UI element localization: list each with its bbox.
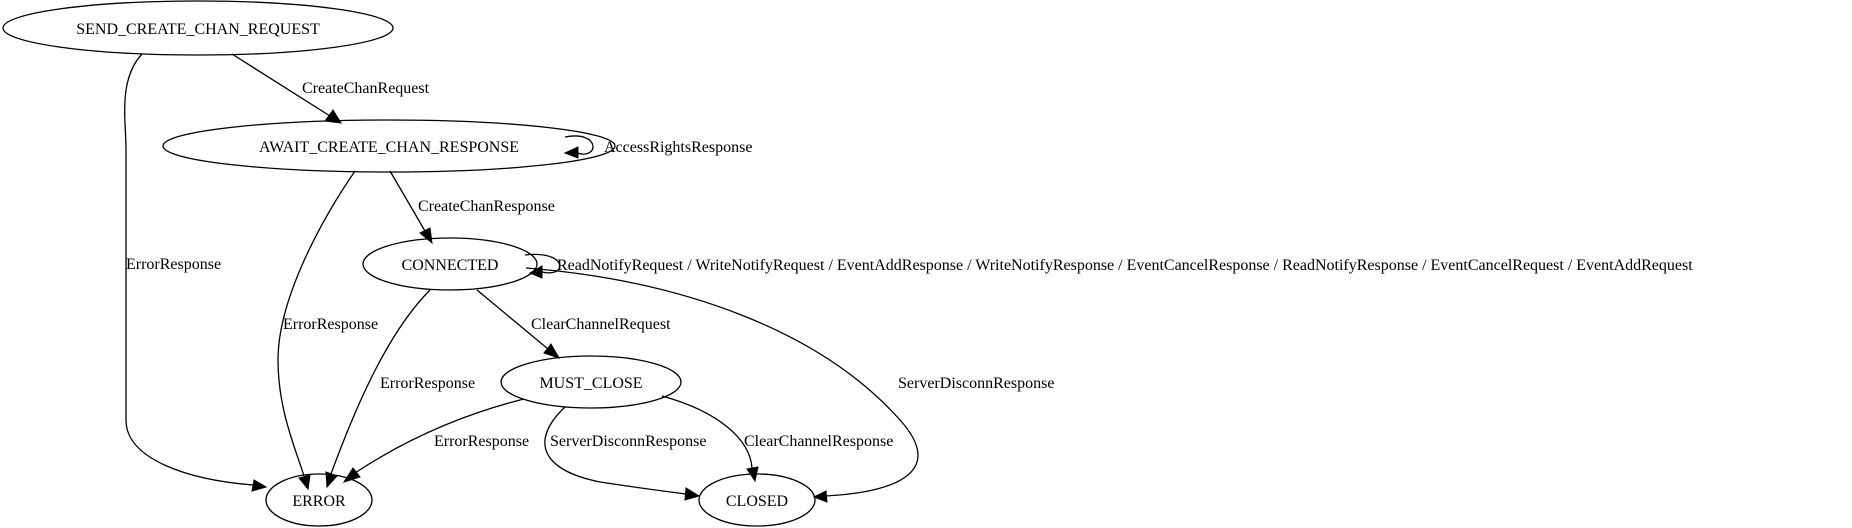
node-connected: CONNECTED bbox=[362, 237, 538, 291]
edge-await-self-loop: AccessRightsResponse bbox=[563, 135, 752, 159]
edge-connected-to-closed: ServerDisconnResponse bbox=[525, 267, 1054, 503]
edge-connected-to-must-close: ClearChannelRequest bbox=[476, 289, 671, 359]
edge-await-to-error: ErrorResponse bbox=[277, 170, 378, 491]
edge-must-close-to-closed-server: ServerDisconnResponse bbox=[544, 406, 706, 501]
edge-connected-to-error: ErrorResponse bbox=[325, 289, 475, 489]
node-label: AWAIT_CREATE_CHAN_RESPONSE bbox=[259, 139, 519, 156]
edge-await-to-connected: CreateChanResponse bbox=[389, 170, 555, 245]
edge-label-server-disconn-response: ServerDisconnResponse bbox=[550, 433, 706, 450]
node-label: SEND_CREATE_CHAN_REQUEST bbox=[76, 21, 320, 38]
edge-connected-self-loop: ReadNotifyRequest / WriteNotifyRequest /… bbox=[524, 253, 1693, 279]
edge-label-connected-events: ReadNotifyRequest / WriteNotifyRequest /… bbox=[557, 257, 1693, 274]
node-send-create-chan-request: SEND_CREATE_CHAN_REQUEST bbox=[2, 0, 394, 56]
edge-label-clear-channel-request: ClearChannelRequest bbox=[531, 316, 671, 333]
edge-label-error-response: ErrorResponse bbox=[380, 375, 475, 392]
edge-label-create-chan-request: CreateChanRequest bbox=[302, 80, 430, 97]
node-closed: CLOSED bbox=[698, 473, 816, 527]
node-await-create-chan-response: AWAIT_CREATE_CHAN_RESPONSE bbox=[162, 119, 616, 173]
node-error: ERROR bbox=[265, 473, 373, 527]
edge-label-clear-channel-response: ClearChannelResponse bbox=[744, 433, 893, 450]
node-label: MUST_CLOSE bbox=[539, 375, 642, 392]
node-label: ERROR bbox=[292, 493, 346, 510]
edge-must-close-to-error: ErrorResponse bbox=[342, 398, 529, 483]
edge-label-error-response: ErrorResponse bbox=[283, 316, 378, 333]
edge-label-error-response: ErrorResponse bbox=[434, 433, 529, 450]
edge-label-error-response: ErrorResponse bbox=[126, 256, 221, 273]
edge-label-server-disconn-response: ServerDisconnResponse bbox=[898, 375, 1054, 392]
edge-send-to-error: ErrorResponse bbox=[124, 53, 268, 492]
node-label: CLOSED bbox=[726, 493, 788, 510]
node-label: CONNECTED bbox=[402, 257, 499, 274]
edge-label-create-chan-response: CreateChanResponse bbox=[418, 198, 555, 215]
edge-send-to-await: CreateChanRequest bbox=[231, 53, 430, 124]
edge-label-access-rights-response: AccessRightsResponse bbox=[604, 139, 752, 156]
node-must-close: MUST_CLOSE bbox=[500, 355, 682, 409]
